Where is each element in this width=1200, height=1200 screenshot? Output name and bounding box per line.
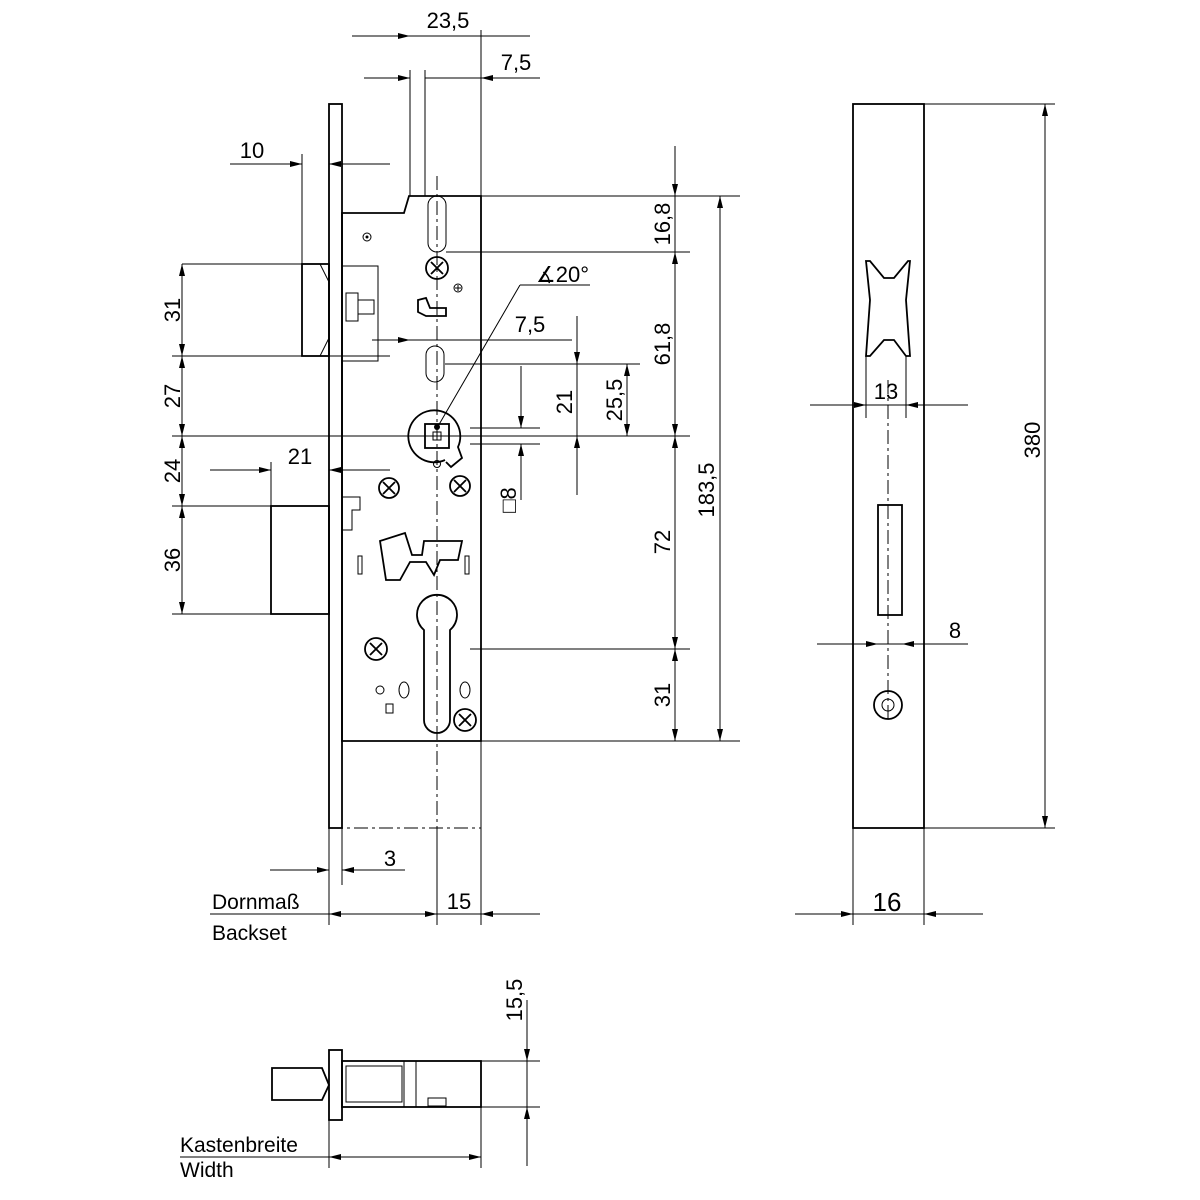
dim-24: 24 [160,459,185,483]
faceplate-top [328,1049,343,1121]
dim-10: 10 [240,138,264,163]
dim-21-mid: 21 [552,390,577,414]
top-view [180,1000,540,1168]
dim-380: 380 [1020,422,1045,459]
front-view [270,30,482,838]
dim-8-side: 8 [949,618,961,643]
latch-top [271,1067,330,1101]
case-top [341,1060,482,1108]
dim-7-5-top: 7,5 [501,50,532,75]
dim-15: 15 [447,889,471,914]
dim-61-8: 61,8 [650,323,675,366]
dim-183-5: 183,5 [694,462,719,517]
dimension-labels: 23,5 7,5 10 16,8 ∡20° 7,5 61,8 31 27 24 … [160,8,1045,1182]
backset-label-de: Dornmaß [212,891,300,914]
lever [417,296,447,317]
latch-opening [865,260,911,357]
dim-31-left: 31 [160,298,185,322]
backset-label-en: Backset [212,922,287,945]
cylinder-hole [416,593,458,734]
square-icon: □ [496,499,521,512]
dim-23-5: 23,5 [427,8,470,33]
dim-31-right: 31 [650,683,675,707]
dim-36: 36 [160,548,185,572]
dim-21-left: 21 [288,444,312,469]
screw-2 [378,477,400,499]
dead-bolt [270,496,361,615]
dim-3: 3 [384,846,396,871]
screw-3 [449,475,471,497]
width-label-en: Width [180,1159,234,1182]
dim-27: 27 [160,384,185,408]
dim-16: 16 [873,887,902,917]
angle-icon: ∡ [536,262,556,287]
width-label-de: Kastenbreite [180,1134,298,1157]
spindle-follower [407,409,464,469]
lock-case [341,195,482,742]
front-dimensions [172,33,740,925]
dim-25-5: 25,5 [602,379,627,422]
bolt-tail [378,531,464,581]
dim-square-8: □8 [496,487,521,513]
screw-5 [453,708,477,732]
faceplate [328,103,343,829]
pin [362,232,372,242]
dim-13: 13 [874,379,898,404]
dim-15-5: 15,5 [502,979,527,1022]
dim-16-8: 16,8 [650,203,675,246]
dim-7-5-mid: 7,5 [515,312,546,337]
bolt-slot [877,504,903,616]
dim-72: 72 [650,530,675,554]
faceplate-front [852,103,925,829]
side-view [795,103,1055,925]
angle-label: ∡20° [536,262,589,287]
screw-4 [364,637,388,661]
oval-slot [425,345,445,383]
